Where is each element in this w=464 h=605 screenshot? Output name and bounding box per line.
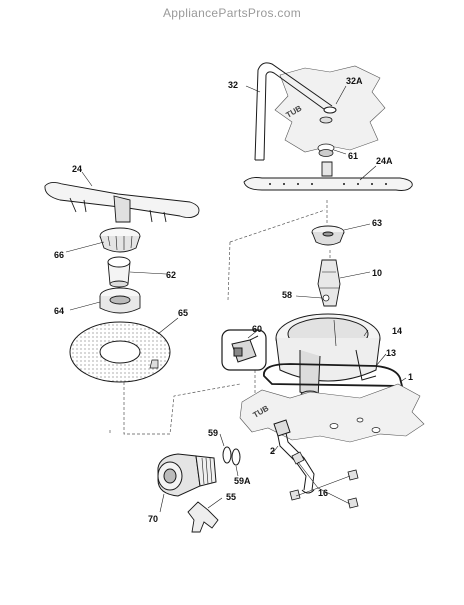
callout-64: 64 [54, 306, 64, 316]
part-64-chopper [99, 287, 141, 314]
part-66-filter-housing [99, 227, 141, 253]
callout-59: 59 [208, 428, 218, 438]
part-24-lower-spray-arm [44, 181, 200, 223]
callout-61: 61 [348, 151, 358, 161]
callout-24: 24 [72, 164, 82, 174]
part-62-hub [107, 256, 131, 288]
callout-59a: 59A [234, 476, 251, 486]
callout-labels: 32 32A 61 24A 24 63 66 62 10 58 64 65 60… [54, 76, 413, 524]
part-59-o-rings [222, 446, 241, 466]
callout-24a: 24A [376, 156, 393, 166]
part-58-ball [322, 294, 330, 302]
callout-70: 70 [148, 514, 158, 524]
part-10-pump-guard [317, 259, 341, 307]
part-24a-upper-spray-arm [243, 161, 413, 191]
callout-60: 60 [252, 324, 262, 334]
callout-1: 1 [408, 372, 413, 382]
part-55-bracket [187, 501, 219, 533]
leader-lines [65, 85, 407, 513]
callout-16: 16 [318, 488, 328, 498]
callout-13: 13 [386, 348, 396, 358]
callout-14: 14 [392, 326, 402, 336]
part-16-clips [289, 451, 359, 509]
part-32-supply-tube [254, 62, 337, 161]
part-32a-seal [319, 116, 333, 124]
callout-66: 66 [54, 250, 64, 260]
callout-63: 63 [372, 218, 382, 228]
watermark: AppliancePartsPros.com [163, 6, 301, 20]
part-60-solenoid [221, 329, 267, 371]
callout-32a: 32A [346, 76, 363, 86]
callout-55: 55 [226, 492, 236, 502]
part-70-motor [157, 453, 217, 497]
part-63-diverter [311, 225, 345, 246]
callout-10: 10 [372, 268, 382, 278]
part-65-filter-screen [69, 321, 171, 383]
callout-32: 32 [228, 80, 238, 90]
callout-62: 62 [166, 270, 176, 280]
part-61-bearing [317, 143, 335, 157]
callout-58: 58 [282, 290, 292, 300]
lower-tub-fragment: TUB [239, 383, 425, 443]
callout-65: 65 [178, 308, 188, 318]
callout-2: 2 [270, 446, 275, 456]
